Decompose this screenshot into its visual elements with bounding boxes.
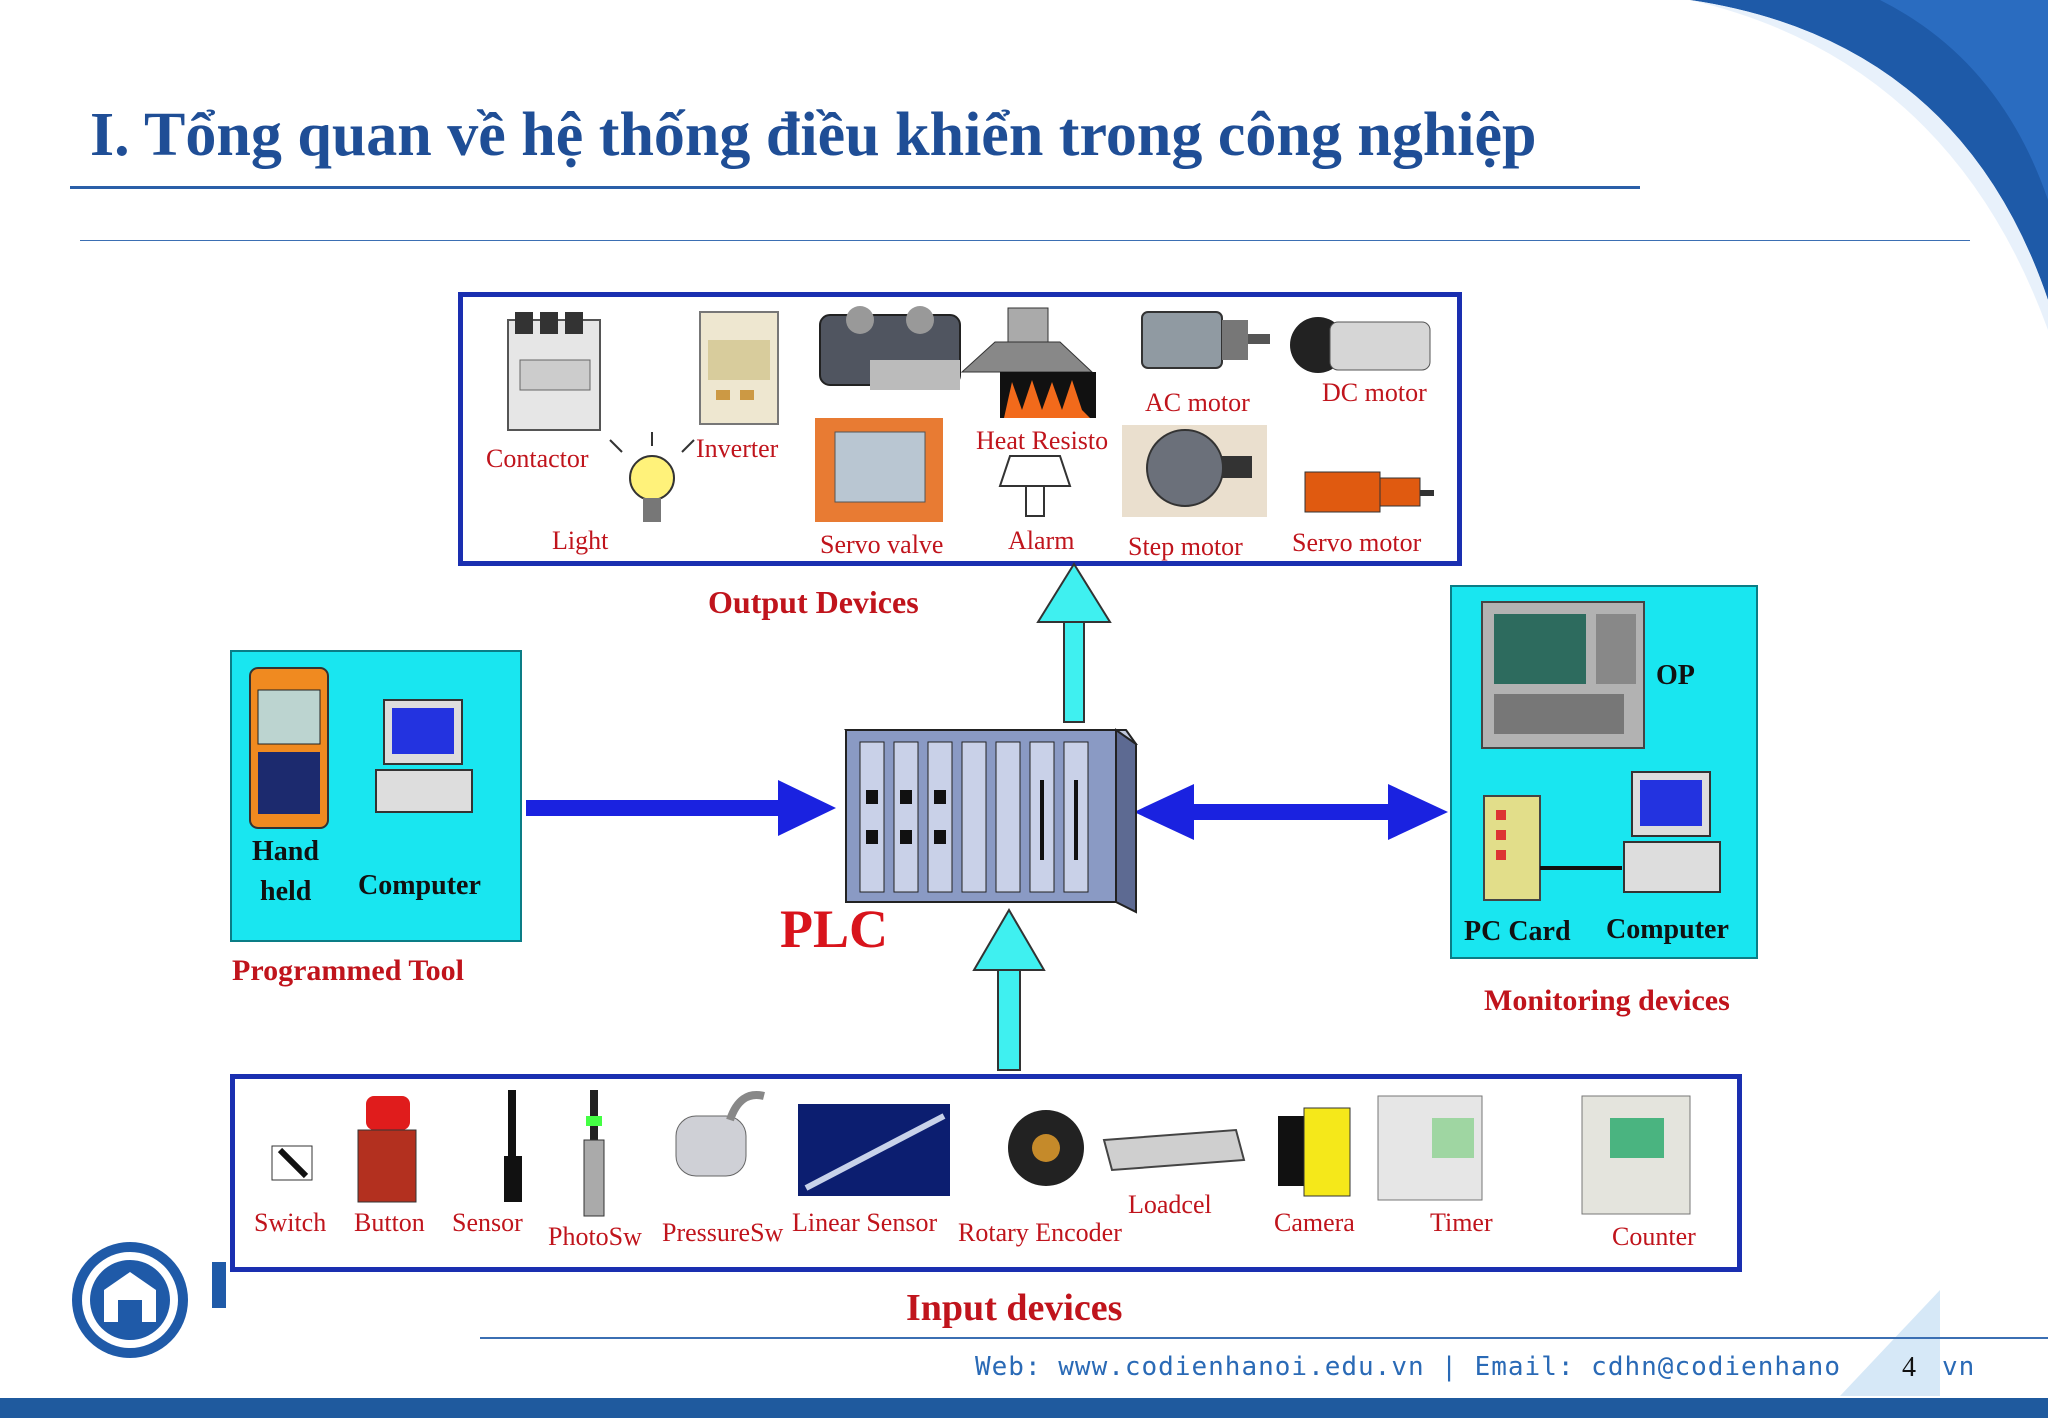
- bottom-bar: [0, 1398, 2048, 1418]
- label-pressuresw: PressureSw: [662, 1218, 784, 1247]
- input-devices-title: Input devices: [906, 1287, 1123, 1329]
- label-ac-motor: AC motor: [1145, 388, 1250, 417]
- arrow-input-to-plc: [972, 908, 1046, 1071]
- servo-valve-icon: [815, 418, 943, 522]
- label-light: Light: [552, 526, 609, 555]
- dc-motor-icon: [1290, 317, 1431, 373]
- switch-icon: [271, 1145, 313, 1181]
- alarm-icon: [998, 455, 1072, 517]
- label-counter: Counter: [1612, 1222, 1696, 1251]
- divider-line: [80, 240, 1970, 241]
- label-hand: Hand: [252, 836, 319, 867]
- input-devices-box: [230, 1074, 1742, 1272]
- monitor-computer-icon: [1623, 771, 1721, 893]
- contactor-icon: [507, 312, 601, 431]
- plc-rack-icon: [844, 728, 1138, 914]
- servo-motor-icon: [1304, 471, 1434, 513]
- arrow-plc-to-output: [1036, 562, 1112, 723]
- loadcell-icon: [1102, 1128, 1246, 1172]
- label-computer-mon: Computer: [1606, 914, 1729, 945]
- label-inverter: Inverter: [696, 434, 779, 463]
- label-button: Button: [354, 1208, 425, 1237]
- plc-label: PLC: [780, 899, 888, 959]
- label-held: held: [260, 876, 312, 907]
- output-devices-title: Output Devices: [708, 584, 919, 620]
- label-step-motor: Step motor: [1128, 532, 1243, 561]
- footer-contact: Web: www.codienhanoi.edu.vn | Email: cdh…: [975, 1352, 1841, 1382]
- label-dc-motor: DC motor: [1322, 378, 1427, 407]
- label-switch: Switch: [254, 1208, 327, 1237]
- label-camera: Camera: [1274, 1208, 1355, 1237]
- programmed-tool-title: Programmed Tool: [232, 954, 464, 987]
- label-photosw: PhotoSw: [548, 1222, 642, 1251]
- label-rotary-encoder: Rotary Encoder: [958, 1218, 1122, 1247]
- corner-swoosh: [1690, 0, 2048, 300]
- arrow-plc-to-monitoring: [1134, 784, 1448, 840]
- page-number: 4: [1902, 1352, 1916, 1383]
- label-heat-resisto: Heat Resisto: [976, 426, 1109, 455]
- label-timer: Timer: [1430, 1208, 1493, 1237]
- label-servo-valve: Servo valve: [820, 530, 944, 559]
- inverter-icon: [699, 311, 779, 425]
- timer-icon: [1377, 1095, 1483, 1201]
- camera-icon: [1278, 1107, 1351, 1197]
- monitoring-devices-title: Monitoring devices: [1484, 984, 1730, 1017]
- sensor-icon: [504, 1090, 522, 1202]
- pressure-switch-icon: [675, 1091, 765, 1177]
- handheld-icon: [249, 667, 329, 829]
- pc-card-icon: [1483, 795, 1622, 901]
- label-sensor: Sensor: [452, 1208, 523, 1237]
- heat-resistor-icon: [960, 307, 1096, 418]
- label-loadcel: Loadcel: [1128, 1190, 1212, 1219]
- label-computer-prog: Computer: [358, 870, 481, 901]
- linear-sensor-icon: [798, 1104, 950, 1196]
- page-corner-triangle: [1840, 1290, 1940, 1396]
- counter-icon: [1581, 1095, 1691, 1215]
- arrow-programmed-to-plc: [526, 780, 836, 836]
- label-alarm: Alarm: [1008, 526, 1075, 555]
- footer-tail: vn: [1942, 1352, 1976, 1382]
- operator-panel-icon: [1481, 601, 1645, 749]
- servo-machine-icon: [819, 306, 961, 390]
- label-contactor: Contactor: [486, 444, 589, 473]
- rotary-encoder-icon: [1008, 1110, 1084, 1186]
- label-op: OP: [1656, 660, 1695, 691]
- slide-title: I. Tổng quan về hệ thống điều khiển tron…: [90, 101, 1537, 169]
- step-motor-icon: [1122, 425, 1267, 517]
- title-underline: [70, 186, 1640, 189]
- light-bulb-icon: [609, 432, 695, 522]
- label-linear-sensor: Linear Sensor: [792, 1208, 938, 1237]
- label-pc-card: PC Card: [1464, 916, 1571, 947]
- ac-motor-icon: [1141, 311, 1270, 369]
- computer-icon: [375, 699, 473, 813]
- button-icon: [357, 1096, 417, 1203]
- label-servo-motor: Servo motor: [1292, 528, 1422, 557]
- photoswitch-icon: [583, 1090, 605, 1217]
